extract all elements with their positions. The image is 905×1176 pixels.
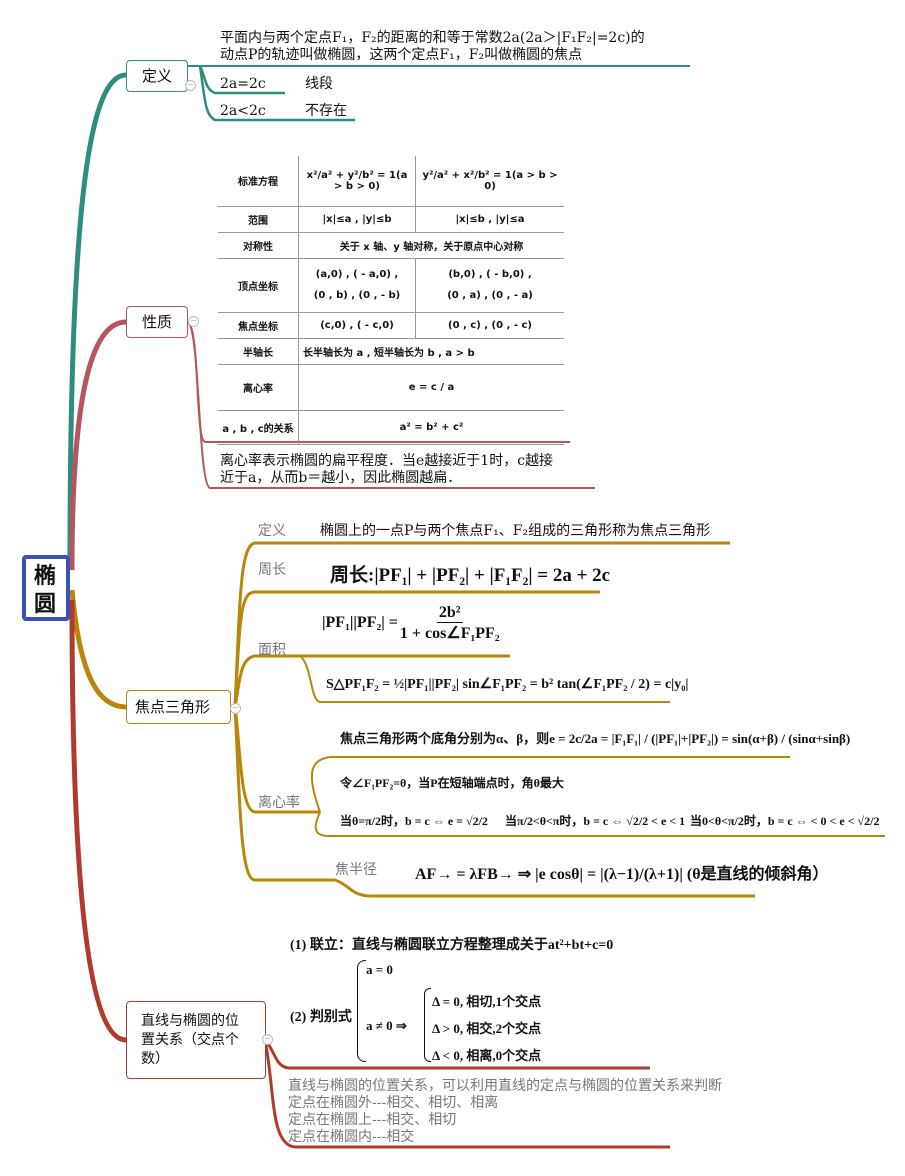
step-2-label: (2) 判别式 [290, 1010, 352, 1025]
node-properties-label: 性质 [141, 313, 172, 331]
collapse-toggle-icon[interactable]: − [185, 80, 196, 91]
eccentricity-formula: 焦点三角形两个底角分别为α、β，则e = 2c/2a = |F₁F₁| / (|… [340, 731, 851, 746]
row-head: a , b , c的关系 [218, 409, 299, 445]
focal-definition-text: 椭圆上的一点P与两个焦点F₁、F₂组成的三角形称为焦点三角形 [320, 523, 711, 539]
row-head: 半轴长 [218, 337, 299, 365]
cell-line: (0 , b) , (0 , - b) [313, 290, 401, 301]
note-line: 定点在椭圆内---相交 [288, 1129, 415, 1145]
denominator: 1 + cos∠F₁PF₂ [399, 625, 500, 642]
sub-perimeter-label: 周长 [258, 562, 286, 578]
root-label: 椭圆 [34, 564, 57, 617]
row-head: 离心率 [218, 363, 299, 411]
node-properties[interactable]: 性质 [126, 306, 188, 338]
note-line: 定点在椭圆外---相交、相切、相离 [288, 1095, 499, 1111]
node-line-relation-label: 直线与椭圆的位置关系（交点个数） [141, 1013, 239, 1067]
discriminant-case: Δ > 0, 相交,2个交点 [432, 1021, 542, 1036]
step-1: (1) 联立：直线与椭圆联立方程整理成关于at²+bt+c=0 [290, 938, 614, 953]
cell: 关于 x 轴、y 轴对称，关于原点中心对称 [298, 231, 564, 259]
collapse-toggle-icon[interactable]: − [188, 316, 199, 327]
perimeter-formula: 周长:|PF₁| + |PF₂| + |F₁F₂| = 2a + 2c [330, 565, 611, 586]
properties-note-1: 离心率表示椭圆的扁平程度．当e越接近于1时，c越接 [220, 453, 554, 469]
root-node[interactable]: 椭圆 [22, 555, 70, 621]
eccentricity-line-1: 令∠F₁PF₂=θ，当P在短轴端点时，角θ最大 [340, 776, 564, 790]
case-result: 不存在 [305, 103, 347, 119]
brace [357, 960, 366, 1062]
sub-focal-radius-label: 焦半径 [335, 862, 377, 878]
formula-part: |PF₁||PF₂| = [322, 614, 398, 632]
definition-text-1: 平面内与两个定点F₁，F₂的距离的和等于常数2a(2a＞|F₁F₂|=2c)的 [220, 30, 645, 46]
case-a-nonzero: a ≠ 0 ⇒ [366, 1018, 407, 1033]
row-head: 范围 [218, 205, 299, 233]
row-head: 标准方程 [218, 156, 299, 207]
brace [424, 988, 431, 1062]
focal-radius-formula: AF→ = λFB→ ⇒ |e cosθ| = |(λ−1)/(λ+1)| (θ… [415, 866, 829, 883]
cell: y²/a² + x²/b² = 1(a > b > 0) [415, 156, 564, 207]
sub-area-label: 面积 [258, 642, 286, 658]
cell: 长半轴长为 a , 短半轴长为 b , a > b [298, 337, 564, 365]
collapse-toggle-icon[interactable]: − [262, 1034, 273, 1045]
area-formula-2: S△PF₁F₂ = ½|PF₁||PF₂| sin∠F₁PF₂ = b² tan… [326, 677, 689, 692]
fraction: 2b² 1 + cos∠F₁PF₂ [400, 604, 500, 643]
cell-line: (a,0) , ( - a,0) , [315, 269, 399, 280]
definition-text-2: 动点P的轨迹叫做椭圆，这两个定点F₁，F₂叫做椭圆的焦点 [220, 47, 583, 63]
cell: a² = b² + c² [298, 409, 564, 445]
node-line-relation[interactable]: 直线与椭圆的位置关系（交点个数） [126, 1001, 266, 1079]
cell: |x|≤b , |y|≤a [415, 205, 564, 233]
cell: e = c / a [298, 363, 564, 411]
eccentricity-line-2a: 当θ=π/2时，b = c ⇔ e = √2/2 [340, 814, 488, 828]
note-line: 直线与椭圆的位置关系，可以利用直线的定点与椭圆的位置关系来判断 [288, 1078, 722, 1094]
cell-line: (0 , a) , (0 , - a) [447, 290, 533, 301]
cell-line: (b,0) , ( - b,0) , [448, 269, 532, 280]
cell: |x|≤a , |y|≤b [298, 205, 416, 233]
node-definition[interactable]: 定义 [126, 60, 188, 92]
numerator: 2b² [436, 604, 463, 623]
row-head: 对称性 [218, 231, 299, 259]
cell: (0 , c) , (0 , - c) [415, 311, 564, 339]
properties-note-2: 近于a，从而b＝越小，因此椭圆越扁． [220, 470, 462, 486]
discriminant-case: Δ = 0, 相切,1个交点 [432, 994, 542, 1009]
eccentricity-line-2b: 当π/2<θ<π时，b = c ⇔ √2/2 < e < 1 [505, 814, 686, 828]
cell: (b,0) , ( - b,0) , (0 , a) , (0 , - a) [415, 257, 564, 313]
discriminant-case: Δ < 0, 相离,0个交点 [432, 1048, 542, 1063]
row-head: 顶点坐标 [218, 257, 299, 313]
sub-eccentricity-label: 离心率 [258, 795, 300, 811]
node-focal-triangle-label: 焦点三角形 [135, 698, 211, 716]
cell: (a,0) , ( - a,0) , (0 , b) , (0 , - b) [298, 257, 416, 313]
collapse-toggle-icon[interactable]: − [230, 703, 241, 714]
node-focal-triangle[interactable]: 焦点三角形 [126, 690, 231, 724]
note-line: 定点在椭圆上---相交、相切 [288, 1112, 457, 1128]
case-result: 线段 [305, 76, 333, 92]
node-definition-label: 定义 [141, 67, 172, 85]
case-cond: 2a=2c [220, 76, 266, 92]
cell: x²/a² + y²/b² = 1(a > b > 0) [298, 156, 416, 207]
eccentricity-line-2c: 当0<θ<π/2时，b = c ⇔ < 0 < e < √2/2 [690, 814, 880, 828]
case-cond: 2a<2c [220, 103, 266, 119]
case-a-zero: a = 0 [366, 962, 393, 977]
sub-definition-label: 定义 [258, 523, 286, 539]
cell: (c,0) , ( - c,0) [298, 311, 416, 339]
area-formula-1: |PF₁||PF₂| = 2b² 1 + cos∠F₁PF₂ [322, 604, 502, 643]
row-head: 焦点坐标 [218, 311, 299, 339]
